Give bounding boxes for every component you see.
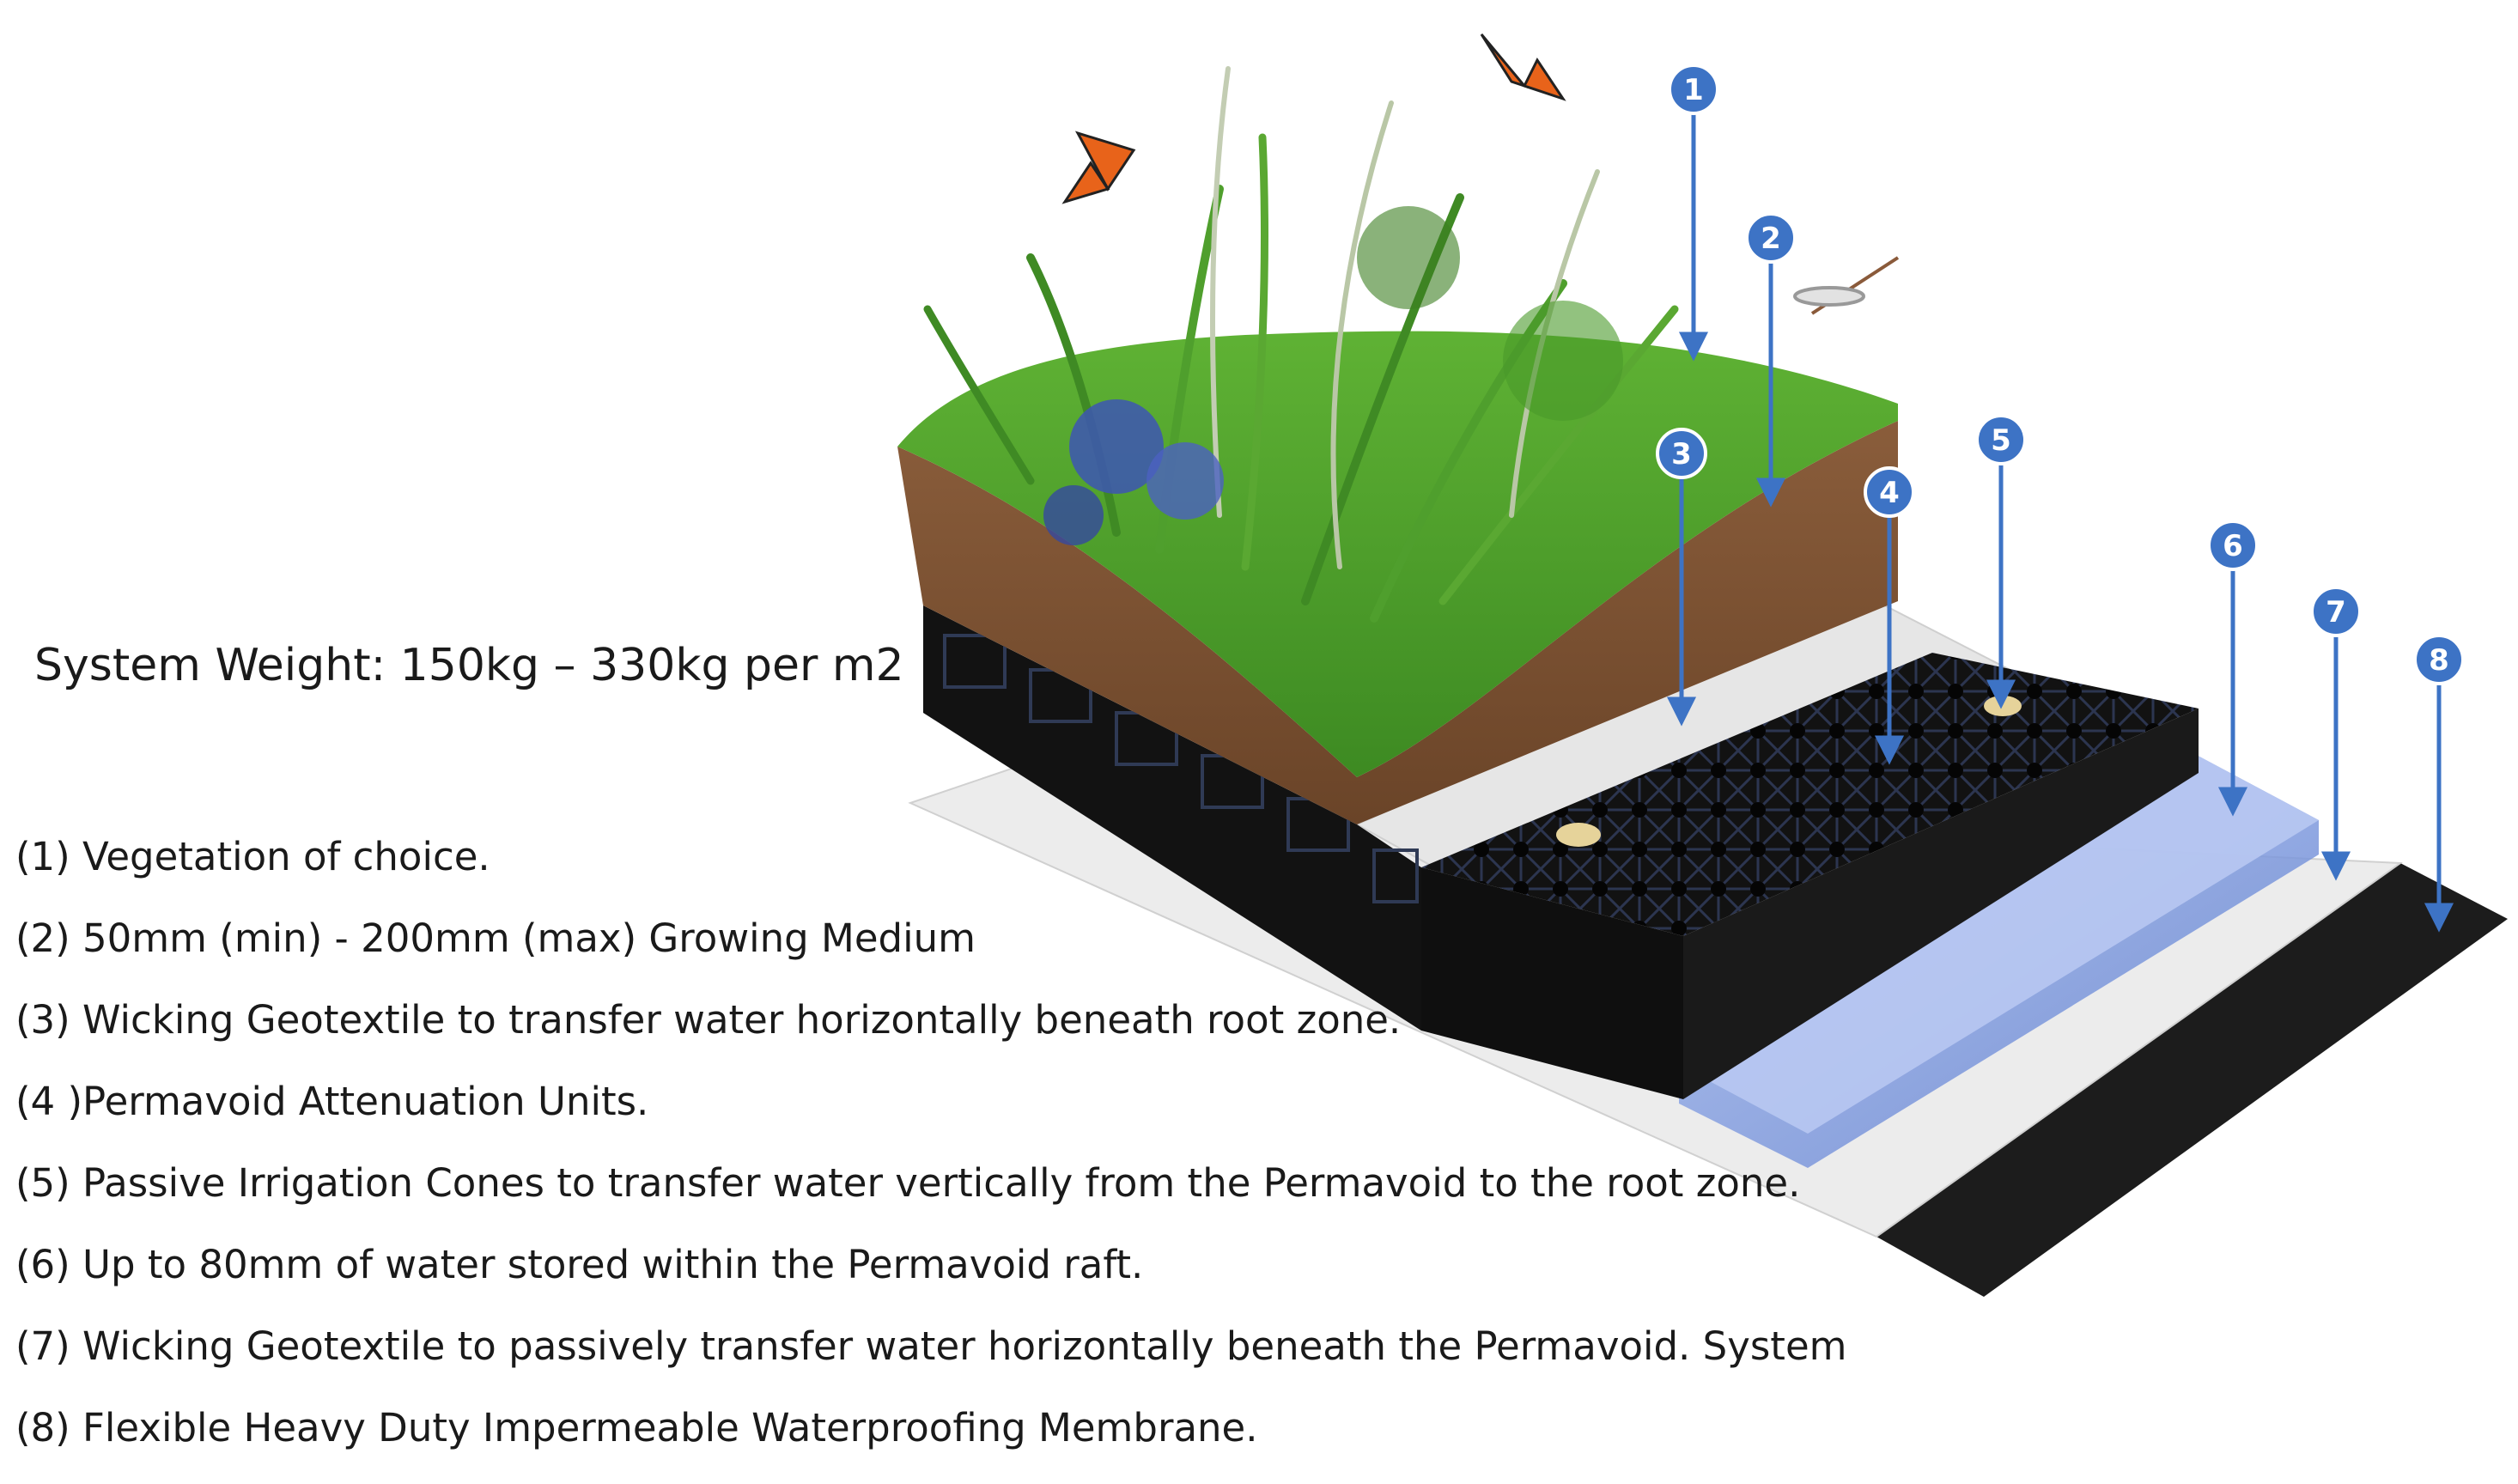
callout-marker: 5 — [1975, 414, 2027, 465]
permavoid-raft-front — [1421, 867, 1683, 1099]
callout-marker: 4 — [1864, 466, 1915, 518]
waterproofing-membrane — [1876, 863, 2508, 1297]
legend-item-1: (1) Vegetation of choice. — [15, 834, 490, 879]
callout-arrow-head — [2217, 787, 2248, 817]
callout-marker-number: 3 — [1671, 437, 1692, 471]
legend-item-7: (7) Wicking Geotextile to passively tran… — [15, 1323, 1847, 1369]
growing-medium-soil — [897, 421, 1898, 824]
callout-marker-circle — [2413, 634, 2465, 685]
callout-marker: 6 — [2207, 520, 2259, 571]
legend-item-8: (8) Flexible Heavy Duty Impermeable Wate… — [15, 1405, 1258, 1451]
callout-arrows — [1666, 113, 2454, 933]
callout-arrow-head — [2424, 903, 2454, 933]
layer-legend: (1) Vegetation of choice. (2) 50mm (min)… — [15, 831, 1846, 1484]
callout-marker-number: 7 — [2326, 595, 2346, 629]
callout-marker-circle — [1656, 428, 1707, 479]
callout-marker-circle — [2310, 586, 2362, 637]
callout-marker: 8 — [2413, 634, 2465, 685]
legend-item-2: (2) 50mm (min) - 200mm (max) Growing Med… — [15, 915, 976, 961]
callout-marker: 2 — [1745, 212, 1797, 264]
water-storage-top — [1679, 751, 2319, 1134]
legend-item-5: (5) Passive Irrigation Cones to transfer… — [15, 1160, 1801, 1206]
vegetation — [923, 66, 1679, 623]
irrigation-cone-right — [1984, 696, 2022, 716]
callout-marker-circle — [1668, 64, 1719, 115]
irrigation-cone-left — [1556, 823, 1601, 847]
callout-marker-number: 4 — [1879, 476, 1900, 510]
callout-marker-number: 2 — [1761, 222, 1781, 256]
callout-marker-number: 8 — [2429, 643, 2449, 678]
callout-arrow-head — [1986, 679, 2016, 709]
callout-arrow-head — [1874, 735, 1905, 765]
legend-item-4: (4 )Permavoid Attenuation Units. — [15, 1079, 649, 1124]
callout-marker-number: 1 — [1683, 73, 1704, 107]
dragonfly — [1793, 256, 1900, 315]
callout-marker-circle — [1745, 212, 1797, 264]
legend-item-6: (6) Up to 80mm of water stored within th… — [15, 1242, 1144, 1287]
callout-marker: 7 — [2310, 586, 2362, 637]
permavoid-raft-side — [1683, 709, 2199, 1099]
callout-marker: 1 — [1668, 64, 1719, 115]
callout-arrow-head — [1666, 696, 1697, 727]
permavoid-raft-top — [1421, 653, 2199, 936]
callout-arrow-head — [1678, 331, 1709, 362]
callout-marker-circle — [1975, 414, 2027, 465]
callout-marker-number: 6 — [2223, 529, 2243, 563]
callout-arrow-head — [1755, 477, 1786, 508]
butterfly-right — [1480, 33, 1566, 101]
callout-marker: 3 — [1656, 428, 1707, 479]
callout-marker-number: 5 — [1991, 423, 2011, 458]
butterfly-left — [1061, 131, 1136, 204]
system-weight-label: System Weight: 150kg – 330kg per m2 — [34, 640, 904, 691]
permavoid-under-soil — [923, 605, 1421, 1031]
callout-marker-circle — [2207, 520, 2259, 571]
callout-marker-circle — [1864, 466, 1915, 518]
callout-arrow-head — [2320, 851, 2351, 881]
callout-markers: 1 2 3 4 5 6 7 8 — [1656, 64, 2465, 685]
legend-item-3: (3) Wicking Geotextile to transfer water… — [15, 997, 1402, 1043]
